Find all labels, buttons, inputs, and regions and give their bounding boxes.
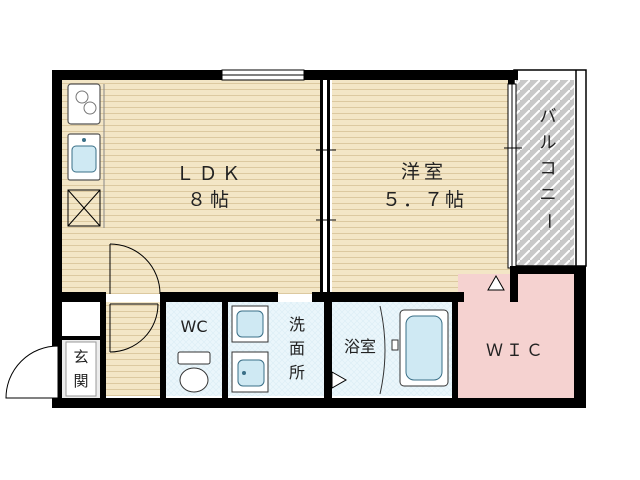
western-room-size: ５．７帖 (382, 189, 466, 211)
ldk-floor (62, 80, 322, 294)
wc-label: WC (181, 317, 208, 336)
svg-text:洗: 洗 (289, 315, 305, 334)
western-room-label: 洋室 (401, 161, 447, 183)
interior-walls (62, 80, 576, 398)
svg-text:所: 所 (289, 363, 305, 382)
bath-curtain-curve (379, 305, 386, 395)
western-room-floor (332, 80, 510, 294)
svg-text:面: 面 (289, 339, 305, 358)
hall-door[interactable] (109, 303, 159, 353)
balcony-area (516, 80, 574, 266)
wardrobe-door-marker (331, 274, 505, 389)
ldk-size: ８帖 (187, 189, 233, 211)
ldk-window (221, 69, 305, 81)
entrance-door[interactable] (5, 345, 59, 399)
svg-text:ニ: ニ (540, 185, 557, 205)
hall-floor (106, 302, 160, 396)
svg-text:関: 関 (73, 372, 88, 390)
sink-icon (67, 133, 101, 181)
svg-text:ル: ル (540, 133, 557, 153)
washbasin-icon (231, 351, 269, 393)
bath-label: 浴室 (344, 337, 376, 356)
bathtub-icon (391, 309, 449, 387)
svg-text:コ: コ (540, 159, 557, 179)
toilet-icon (177, 351, 211, 393)
svg-text:ー: ー (538, 213, 558, 230)
svg-text:バ: バ (540, 107, 557, 127)
ldk-label: ＬＤＫ (175, 163, 244, 185)
stove-icon (67, 83, 101, 125)
ldk-door[interactable] (109, 243, 161, 295)
svg-text:玄: 玄 (73, 348, 88, 366)
balcony-label: バ ル コ ニ ー (538, 107, 558, 230)
washroom-label: 洗 面 所 (289, 315, 305, 382)
wic-label: ＷＩＣ (486, 341, 546, 361)
refrigerator-space-icon (67, 189, 101, 227)
washing-machine-icon (231, 305, 269, 343)
entrance-label: 玄 関 (65, 341, 97, 397)
